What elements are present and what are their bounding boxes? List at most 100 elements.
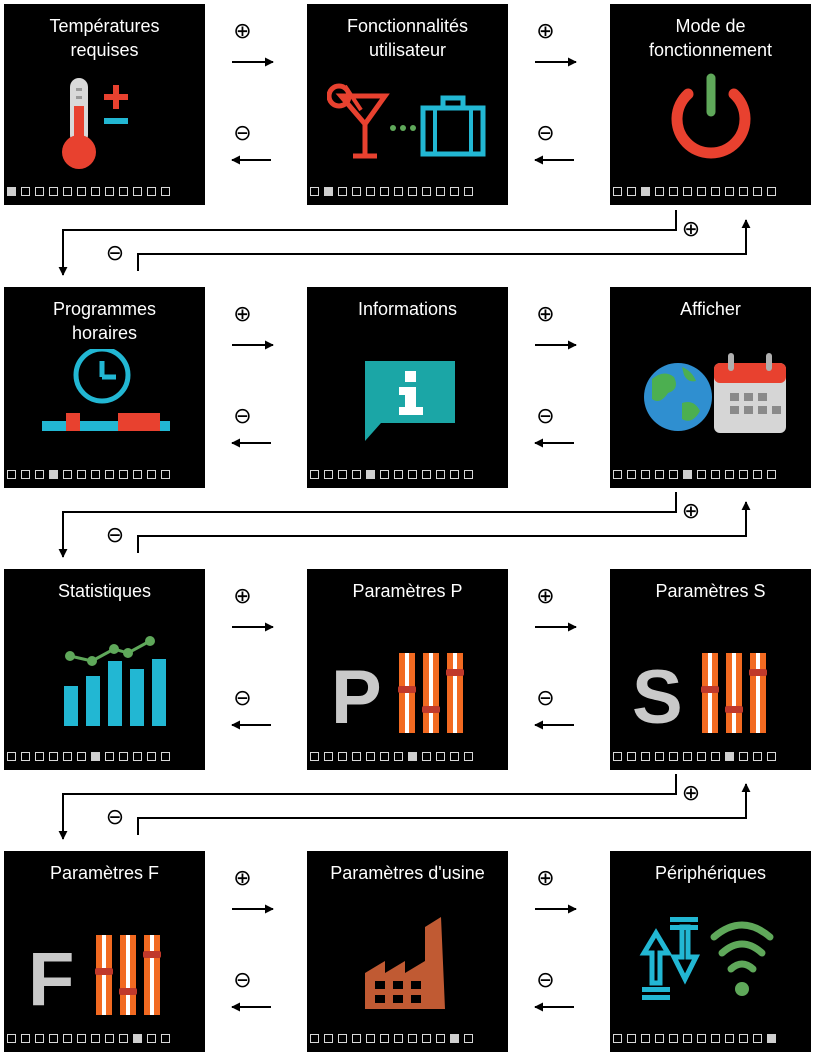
page-dot <box>753 470 762 479</box>
screen-title: Paramètres S <box>655 581 766 601</box>
page-dot <box>408 1034 417 1043</box>
page-dot <box>77 187 86 196</box>
page-dot <box>669 1034 678 1043</box>
page-dot <box>63 1034 72 1043</box>
page-dot <box>767 470 776 479</box>
page-dot <box>147 752 156 761</box>
screen-title: Afficher <box>680 299 741 319</box>
page-dot <box>77 752 86 761</box>
page-dot <box>35 752 44 761</box>
page-dot <box>655 187 664 196</box>
page-dot <box>753 752 762 761</box>
screen-title: Paramètres d'usine <box>330 863 485 883</box>
page-dot <box>394 1034 403 1043</box>
svg-text:F: F <box>28 937 74 1022</box>
page-dot <box>627 752 636 761</box>
factory-icon <box>365 917 445 1009</box>
minus-symbol: ⊖ <box>105 523 125 548</box>
sliders-s-icon: S <box>632 653 767 740</box>
minus-symbol: ⊖ <box>536 686 555 711</box>
page-dot <box>613 1034 622 1043</box>
page-dot <box>21 1034 30 1043</box>
peripherals-icon <box>639 917 774 1000</box>
page-dot <box>641 470 650 479</box>
page-dot <box>147 1034 156 1043</box>
page-dot <box>161 187 170 196</box>
menu-screen: Températures requises <box>4 4 205 205</box>
page-dot <box>753 1034 762 1043</box>
page-dot <box>133 470 142 479</box>
page-dot <box>338 1034 347 1043</box>
page-dot <box>711 187 720 196</box>
page-dot <box>450 752 459 761</box>
svg-text:P: P <box>331 655 382 740</box>
page-dot <box>464 470 473 479</box>
page-dot <box>436 752 445 761</box>
plus-symbol: ⊕ <box>233 584 252 609</box>
plus-symbol: ⊕ <box>681 217 701 242</box>
page-dot <box>669 752 678 761</box>
arrow-next-row <box>58 210 677 276</box>
page-dot <box>352 752 361 761</box>
minus-symbol: ⊖ <box>233 968 252 993</box>
plus-symbol: ⊕ <box>233 19 252 44</box>
page-indicator <box>7 470 170 481</box>
page-dot <box>380 1034 389 1043</box>
page-dot <box>7 752 16 761</box>
page-dot <box>119 187 128 196</box>
page-dot <box>711 1034 720 1043</box>
menu-screen: Afficher <box>610 287 811 488</box>
screen-title: Périphériques <box>654 863 767 883</box>
screen-title: Statistiques <box>57 581 152 601</box>
page-dot <box>77 470 86 479</box>
page-dot <box>105 470 114 479</box>
page-dot <box>105 752 114 761</box>
page-indicator <box>613 752 776 763</box>
plus-symbol: ⊕ <box>536 866 555 891</box>
page-dot <box>711 470 720 479</box>
page-dot <box>161 752 170 761</box>
page-dot-active <box>324 187 333 196</box>
page-dot-active <box>408 752 417 761</box>
page-dot <box>63 470 72 479</box>
page-dot <box>105 1034 114 1043</box>
minus-symbol: ⊖ <box>536 404 555 429</box>
page-dot-active <box>366 470 375 479</box>
plus-symbol: ⊕ <box>536 302 555 327</box>
minus-symbol: ⊖ <box>105 805 125 830</box>
page-dot <box>408 187 417 196</box>
page-dot-active <box>767 1034 776 1043</box>
page-dot <box>627 187 636 196</box>
page-dot <box>119 1034 128 1043</box>
page-dot <box>338 470 347 479</box>
page-indicator <box>7 187 170 198</box>
page-dot <box>641 1034 650 1043</box>
screen-title: Températures requises <box>49 16 160 60</box>
page-dot <box>161 470 170 479</box>
plus-symbol: ⊕ <box>233 302 252 327</box>
page-dot <box>697 470 706 479</box>
sliders-p-icon: P <box>331 653 464 740</box>
sliders-f-icon: F <box>28 935 161 1022</box>
page-dot <box>324 470 333 479</box>
page-indicator <box>613 1034 776 1045</box>
page-dot <box>753 187 762 196</box>
page-dot <box>697 187 706 196</box>
page-dot <box>655 470 664 479</box>
page-dot <box>310 752 319 761</box>
page-indicator <box>613 470 776 481</box>
page-dot <box>352 187 361 196</box>
page-dot <box>21 187 30 196</box>
page-dot-active <box>49 470 58 479</box>
page-dot <box>464 187 473 196</box>
page-dot <box>436 1034 445 1043</box>
page-dot <box>35 1034 44 1043</box>
cocktail-suitcase-icon <box>327 83 486 159</box>
page-dot <box>450 187 459 196</box>
page-dot <box>641 752 650 761</box>
plus-symbol: ⊕ <box>233 866 252 891</box>
page-dot <box>655 752 664 761</box>
menu-screen: Périphériques <box>610 851 811 1052</box>
page-dot <box>739 1034 748 1043</box>
